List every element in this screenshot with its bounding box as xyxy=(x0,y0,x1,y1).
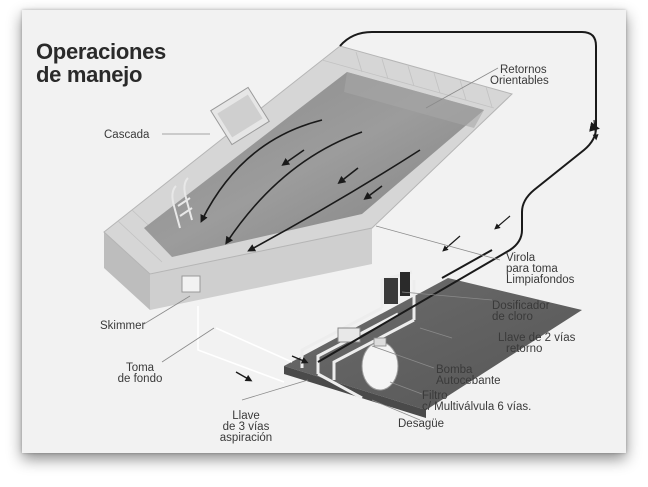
label-retornos-2: Orientables xyxy=(490,75,549,87)
pool-water xyxy=(144,72,484,257)
label-desague: Desagüe xyxy=(398,418,445,430)
equipment-pad xyxy=(284,278,582,410)
label-bomba-2: Autocebante xyxy=(436,375,501,387)
skimmer xyxy=(181,275,201,293)
label-toma-1: Toma xyxy=(125,362,155,374)
label-bomba-1: Bomba xyxy=(436,364,473,376)
label-llave2-1: Llave de 2 vías xyxy=(498,332,576,344)
pool-left-wall xyxy=(104,232,150,310)
pool-ladder xyxy=(171,177,193,229)
title-line-1: Operaciones xyxy=(36,39,166,64)
return-circuit xyxy=(317,31,597,363)
label-skimmer: Skimmer xyxy=(100,320,146,332)
label-cascada: Cascada xyxy=(104,129,150,141)
label-toma-2: de fondo xyxy=(117,373,163,385)
label-llave2-2: retorno xyxy=(506,343,543,355)
label-llave3-3: aspiración xyxy=(219,432,273,444)
label-filtro-1: Filtro xyxy=(422,390,448,402)
label-virola-1: Virola xyxy=(506,252,536,264)
label-virola-3: Limpiafondos xyxy=(506,274,575,286)
pool-front-wall xyxy=(150,228,372,310)
label-virola-2: para toma xyxy=(506,263,558,275)
diagram-card: Operaciones de manejo Retornos Orientabl… xyxy=(22,10,626,453)
label-leaders xyxy=(143,67,501,421)
label-retornos-1: Retornos xyxy=(500,64,547,76)
pool-diagram xyxy=(22,10,626,453)
title-line-2: de manejo xyxy=(36,62,143,87)
label-dosificador-1: Dosificador xyxy=(492,300,550,312)
label-dosificador-2: de cloro xyxy=(492,311,533,323)
label-llave3-1: Llave xyxy=(232,410,260,422)
bomba xyxy=(337,327,361,343)
dosificador xyxy=(384,278,398,304)
label-filtro-2: c/ Multiválvula 6 vías. xyxy=(422,401,532,413)
label-llave3-2: de 3 vías xyxy=(222,421,270,433)
